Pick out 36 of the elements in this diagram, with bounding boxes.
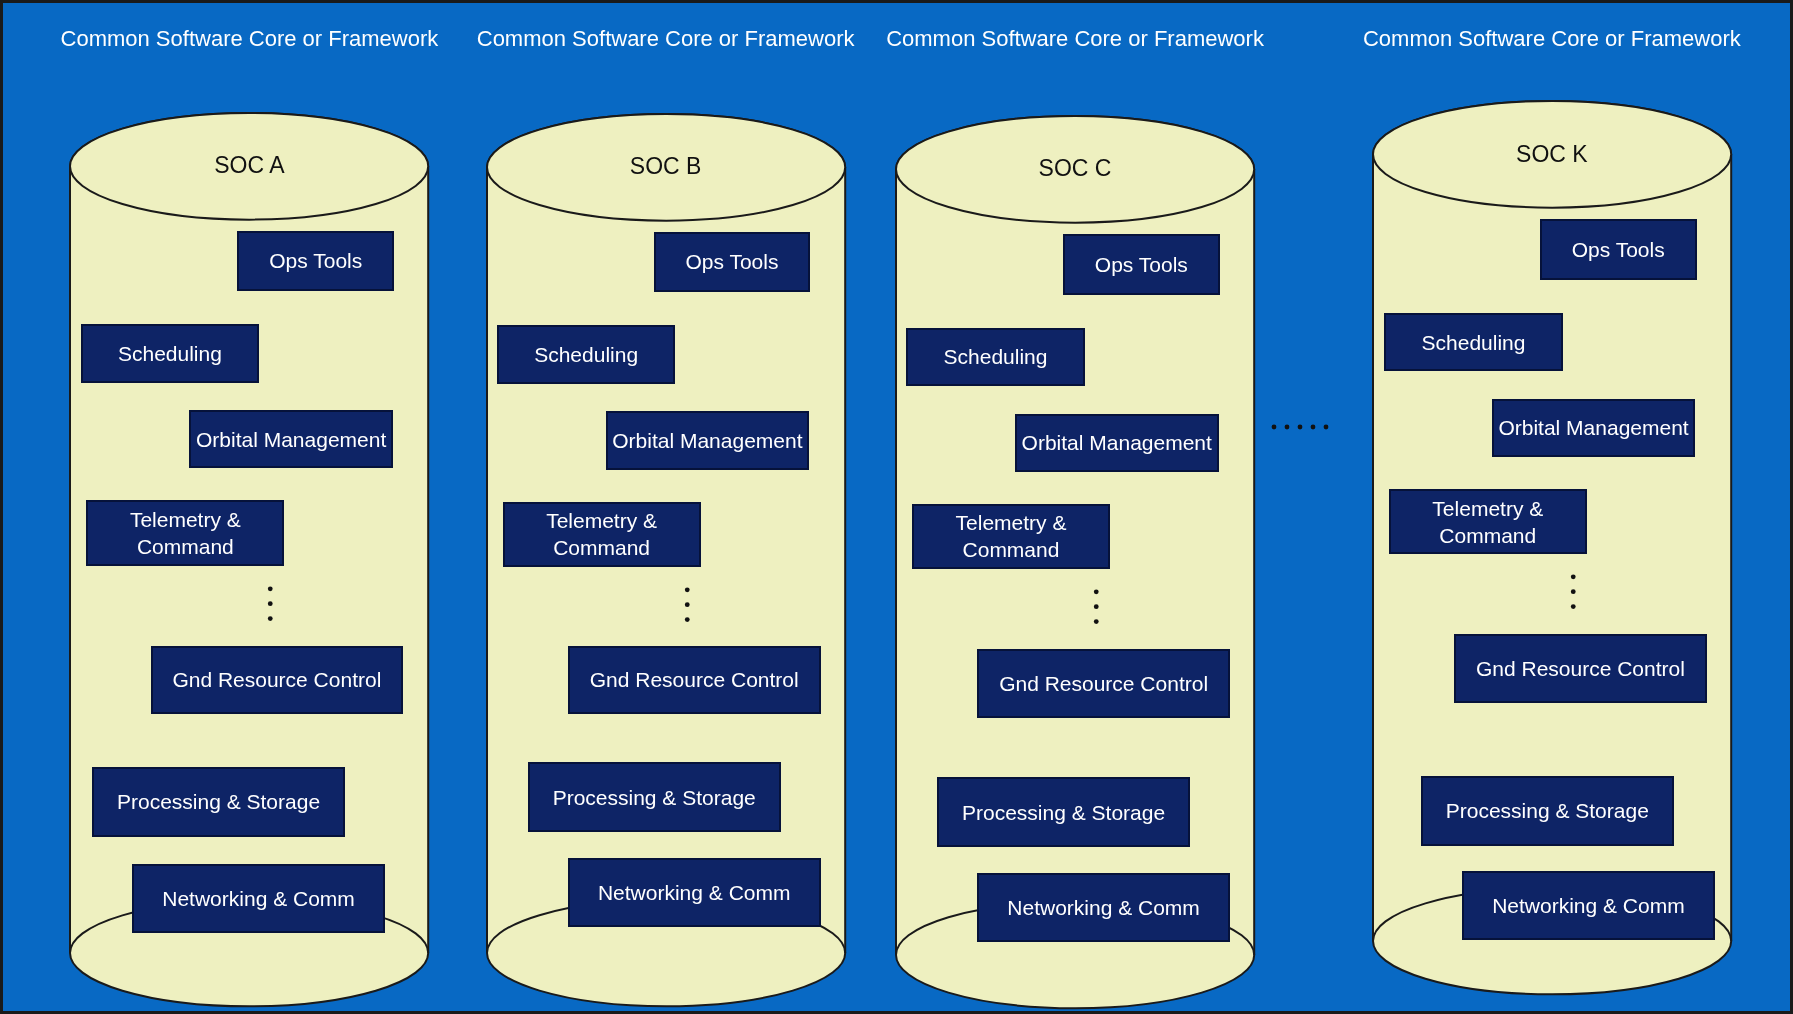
soc-title: SOC A: [213, 151, 286, 179]
module-box: Telemetry & Command: [86, 500, 285, 566]
module-box: Processing & Storage: [527, 762, 781, 832]
framework-heading: Common Software Core or Framework: [59, 24, 440, 53]
module-box: Telemetry & Command: [502, 501, 701, 567]
module-box: Scheduling: [80, 324, 260, 383]
module-box: Gnd Resource Control: [1454, 634, 1707, 703]
framework-heading: Common Software Core or Framework: [1361, 24, 1742, 53]
module-box: Orbital Management: [1015, 413, 1219, 472]
module-box: Gnd Resource Control: [977, 649, 1230, 718]
module-box: Ops Tools: [1063, 233, 1220, 295]
soc-title: SOC K: [1515, 140, 1589, 168]
module-box: Processing & Storage: [1420, 776, 1674, 846]
soc-title: SOC B: [628, 153, 703, 181]
module-box: Ops Tools: [653, 231, 811, 293]
module-box: Telemetry & Command: [1388, 488, 1587, 555]
framework-heading: Common Software Core or Framework: [475, 24, 856, 53]
module-box: Telemetry & Command: [912, 503, 1110, 569]
module-box: Orbital Management: [605, 411, 810, 470]
module-box: Gnd Resource Control: [150, 645, 404, 715]
module-box: Scheduling: [1384, 312, 1563, 372]
module-box: Ops Tools: [237, 230, 395, 292]
module-box: Orbital Management: [189, 410, 393, 469]
module-box: Networking & Comm: [1462, 870, 1715, 940]
framework-heading: Common Software Core or Framework: [885, 24, 1265, 53]
module-box: Processing & Storage: [937, 777, 1190, 847]
module-box: Ops Tools: [1539, 219, 1697, 280]
module-box: Processing & Storage: [92, 766, 345, 837]
module-box: Gnd Resource Control: [567, 645, 821, 715]
soc-title: SOC C: [1037, 155, 1113, 183]
module-box: Scheduling: [906, 327, 1085, 387]
module-box: Networking & Comm: [132, 864, 385, 933]
module-box: Networking & Comm: [567, 858, 821, 927]
module-box: Scheduling: [496, 325, 676, 384]
module-box: Networking & Comm: [977, 873, 1230, 942]
module-box: Orbital Management: [1491, 398, 1696, 457]
